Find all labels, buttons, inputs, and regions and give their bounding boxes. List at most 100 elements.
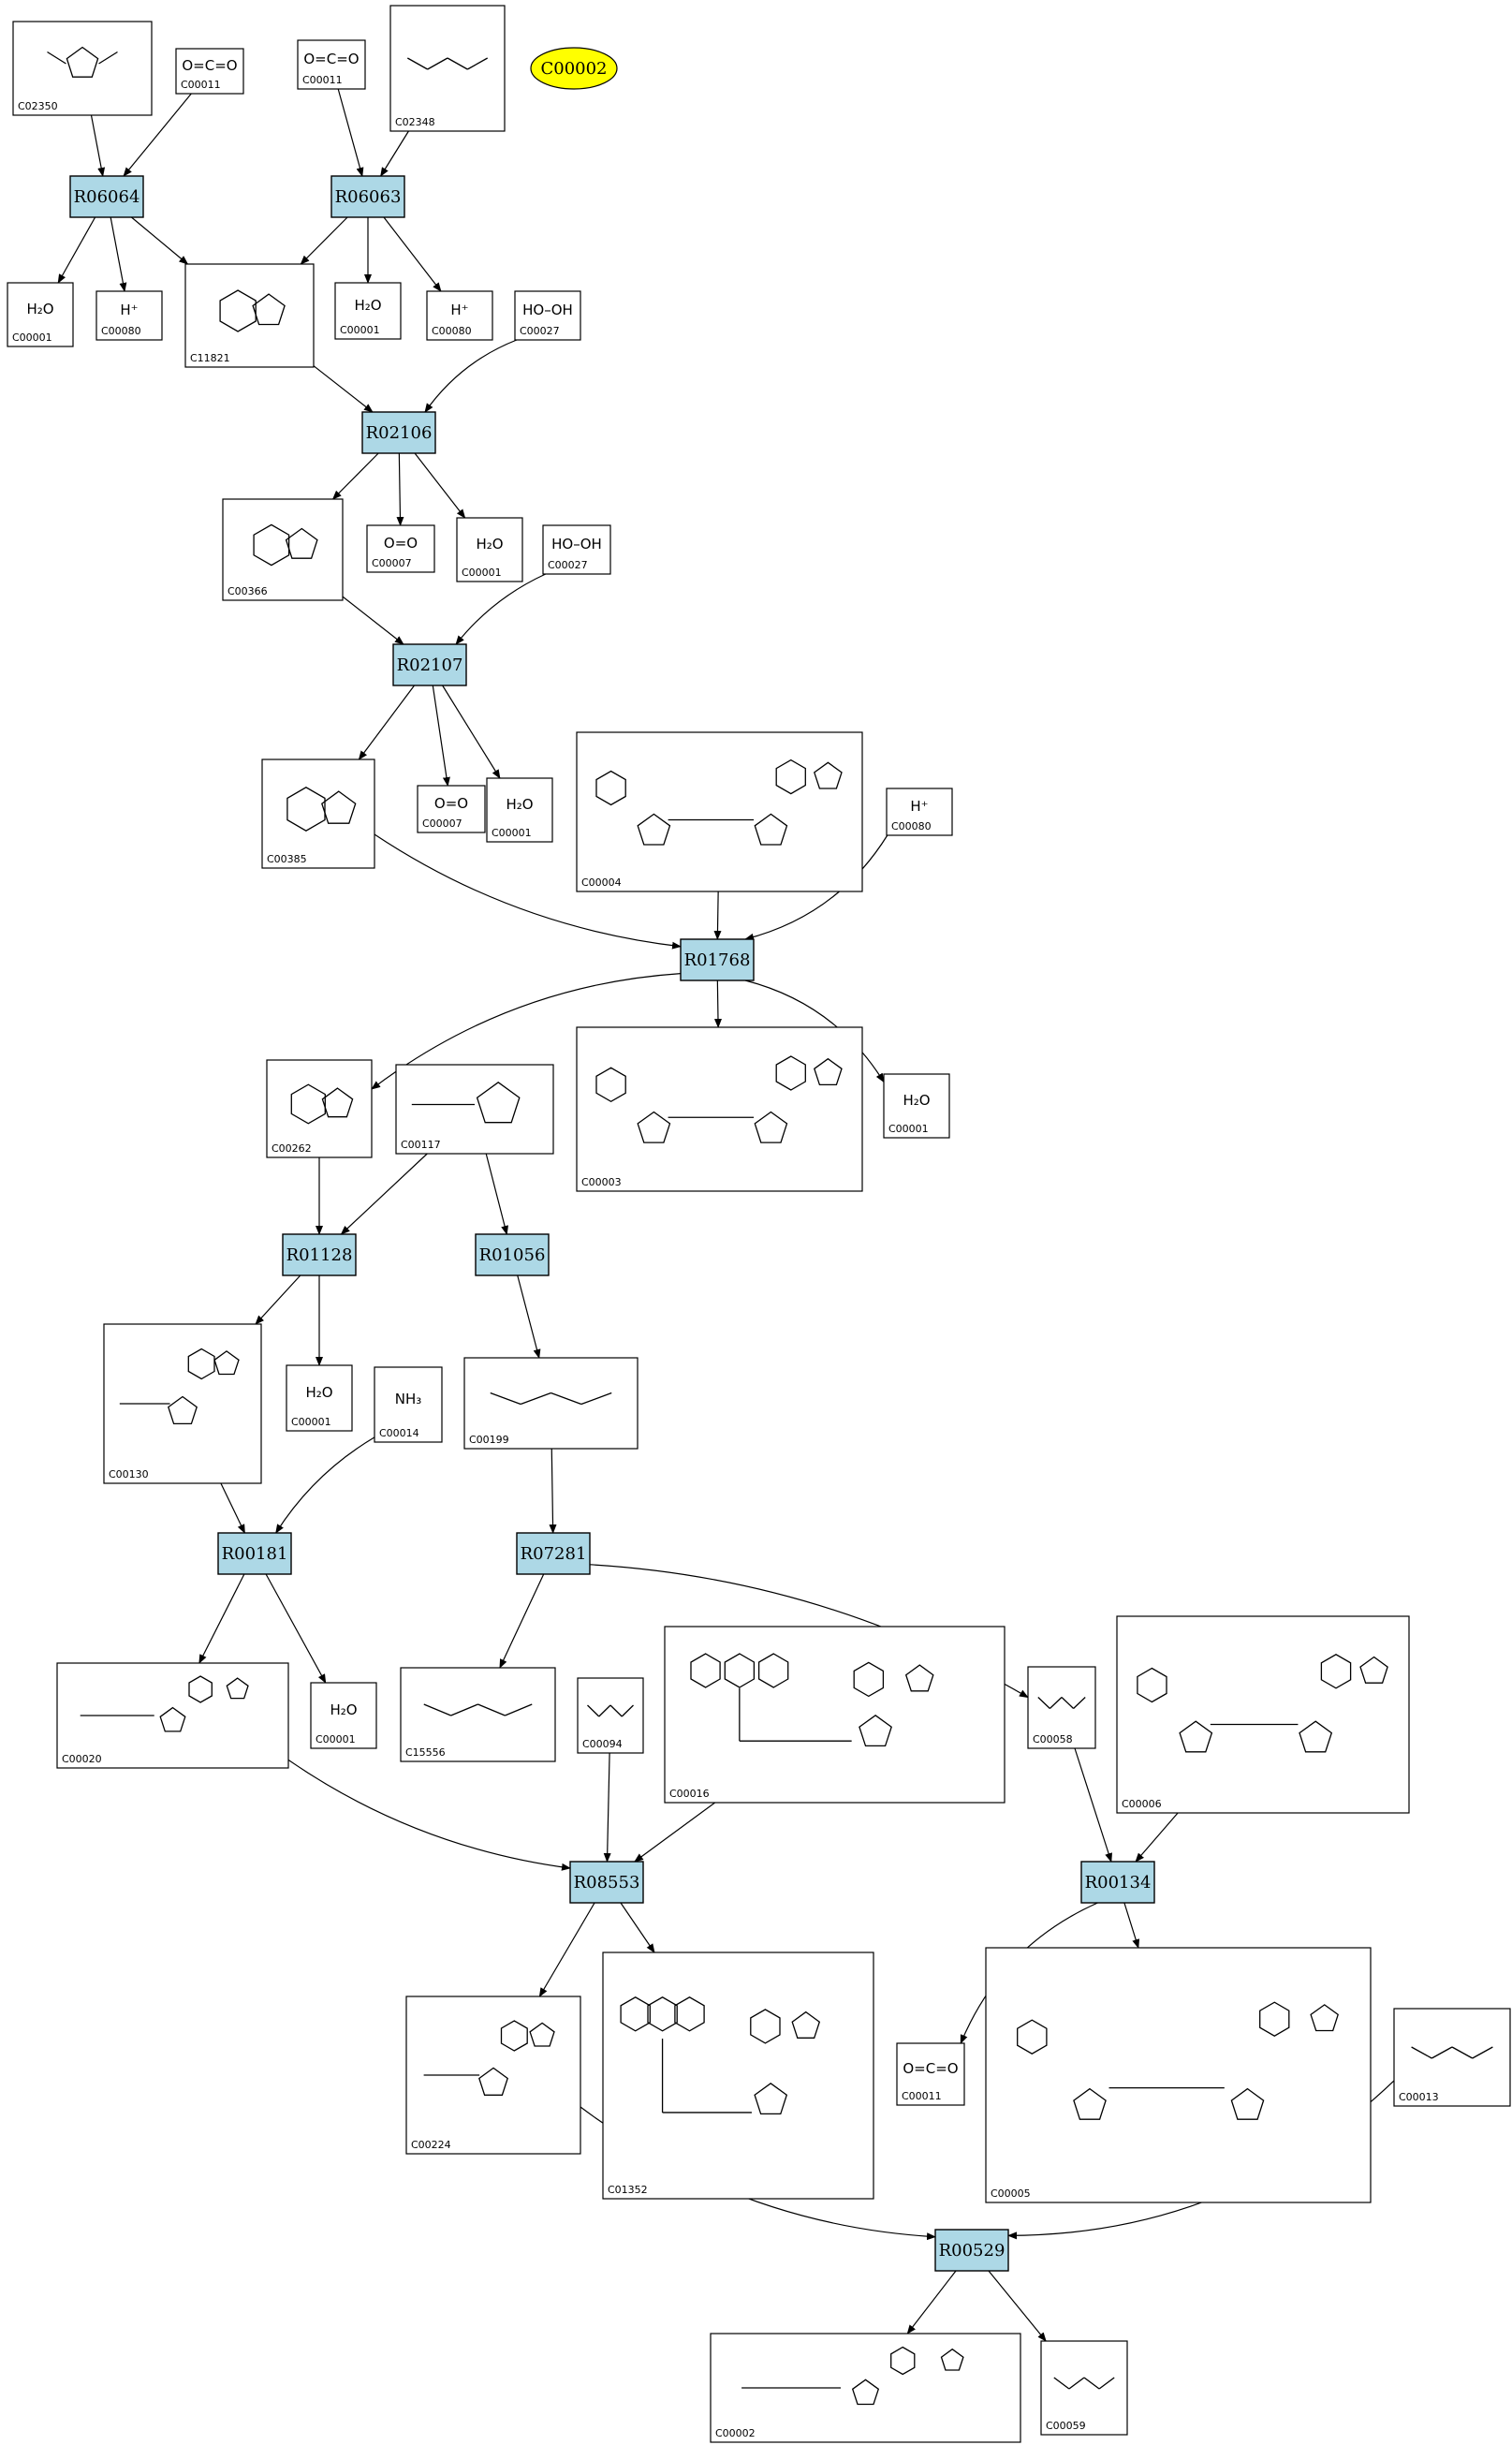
compound-node[interactable]: C00199 — [463, 1357, 639, 1450]
compound-box[interactable] — [389, 5, 506, 132]
reaction-node[interactable]: R02106 — [361, 411, 436, 454]
compound-node[interactable]: H⁺C00080 — [886, 788, 953, 836]
reaction-box[interactable] — [934, 2229, 1009, 2272]
compound-node[interactable]: C01352 — [602, 1952, 874, 2200]
compound-box[interactable] — [417, 785, 486, 833]
compound-box[interactable] — [175, 48, 244, 95]
compound-node[interactable]: C00117 — [395, 1064, 554, 1155]
compound-node[interactable]: C02348 — [389, 5, 506, 132]
compound-node[interactable]: C15556 — [400, 1667, 556, 1762]
compound-box[interactable] — [602, 1952, 874, 2200]
reaction-box[interactable] — [475, 1233, 550, 1276]
compound-node[interactable]: C00385 — [261, 759, 375, 869]
reaction-box[interactable] — [361, 411, 436, 454]
compound-node[interactable]: C00013 — [1393, 2008, 1511, 2107]
compound-node[interactable]: C00002 — [710, 2333, 1021, 2443]
reaction-box[interactable] — [330, 175, 405, 218]
compound-node[interactable]: C00224 — [405, 1996, 581, 2155]
reaction-node[interactable]: R07281 — [516, 1532, 591, 1575]
compound-box[interactable] — [366, 524, 435, 573]
compound-node[interactable]: C00003 — [576, 1026, 863, 1192]
compound-box[interactable] — [514, 290, 581, 341]
reaction-node[interactable]: R01056 — [475, 1233, 550, 1276]
reaction-box[interactable] — [569, 1861, 644, 1904]
compound-box[interactable] — [297, 39, 366, 90]
compound-box[interactable] — [542, 524, 611, 575]
reaction-node[interactable]: R00529 — [934, 2229, 1009, 2272]
compound-box[interactable] — [395, 1064, 554, 1155]
compound-box[interactable] — [985, 1947, 1372, 2203]
compound-box[interactable] — [334, 282, 402, 340]
compound-box[interactable] — [400, 1667, 556, 1762]
compound-box[interactable] — [463, 1357, 639, 1450]
compound-box[interactable] — [577, 1677, 644, 1754]
compound-box[interactable] — [1040, 2340, 1128, 2436]
compound-node[interactable]: H⁺C00080 — [426, 290, 493, 341]
compound-box[interactable] — [310, 1682, 377, 1749]
compound-box[interactable] — [261, 759, 375, 869]
reaction-box[interactable] — [516, 1532, 591, 1575]
compound-node[interactable]: C00130 — [103, 1323, 262, 1484]
reaction-node[interactable]: R06063 — [330, 175, 405, 218]
compound-node[interactable]: C00016 — [664, 1626, 1006, 1804]
compound-node[interactable]: C02350 — [12, 21, 153, 116]
compound-node[interactable]: C11821 — [184, 263, 315, 368]
compound-box[interactable] — [12, 21, 153, 116]
reaction-box[interactable] — [282, 1233, 357, 1276]
compound-box[interactable] — [222, 498, 344, 601]
reaction-node[interactable]: R06064 — [69, 175, 144, 218]
reaction-box[interactable] — [1080, 1861, 1155, 1904]
reaction-box[interactable] — [680, 938, 755, 981]
compound-node[interactable]: C00020 — [56, 1662, 289, 1769]
compound-node[interactable]: C00059 — [1040, 2340, 1128, 2436]
reaction-node[interactable]: R00181 — [217, 1532, 292, 1575]
reaction-node[interactable]: R08553 — [569, 1861, 644, 1904]
compound-box[interactable] — [374, 1366, 443, 1443]
highlighted-compound-node[interactable] — [530, 47, 618, 90]
compound-node[interactable]: C00058 — [1027, 1666, 1096, 1749]
compound-box[interactable] — [576, 1026, 863, 1192]
compound-box[interactable] — [883, 1073, 950, 1139]
compound-box[interactable] — [95, 290, 163, 341]
compound-box[interactable] — [664, 1626, 1006, 1804]
compound-box[interactable] — [286, 1364, 353, 1432]
compound-node[interactable]: C00005 — [985, 1947, 1372, 2203]
compound-box[interactable] — [486, 777, 553, 843]
compound-box[interactable] — [1116, 1615, 1410, 1814]
compound-node[interactable]: C00004 — [576, 731, 863, 892]
compound-box[interactable] — [456, 517, 523, 582]
compound-node[interactable]: C00366 — [222, 498, 344, 601]
compound-box[interactable] — [576, 731, 863, 892]
compound-node[interactable]: C00262 — [266, 1059, 373, 1158]
compound-box[interactable] — [266, 1059, 373, 1158]
compound-node[interactable]: C00006 — [1116, 1615, 1410, 1814]
reaction-node[interactable]: R00134 — [1080, 1861, 1155, 1904]
reaction-node[interactable]: R01768 — [680, 938, 755, 981]
reaction-box[interactable] — [69, 175, 144, 218]
compound-box[interactable] — [426, 290, 493, 341]
compound-box[interactable] — [184, 263, 315, 368]
compound-box[interactable] — [886, 788, 953, 836]
compound-node[interactable]: H⁺C00080 — [95, 290, 163, 341]
reaction-node[interactable]: R01128 — [282, 1233, 357, 1276]
compound-box[interactable] — [1027, 1666, 1096, 1749]
reaction-box[interactable] — [392, 643, 467, 686]
compound-box[interactable] — [1393, 2008, 1511, 2107]
compound-node[interactable]: C00094 — [577, 1677, 644, 1754]
reaction-node[interactable]: R02107 — [392, 643, 467, 686]
compound-box[interactable] — [896, 2042, 965, 2106]
